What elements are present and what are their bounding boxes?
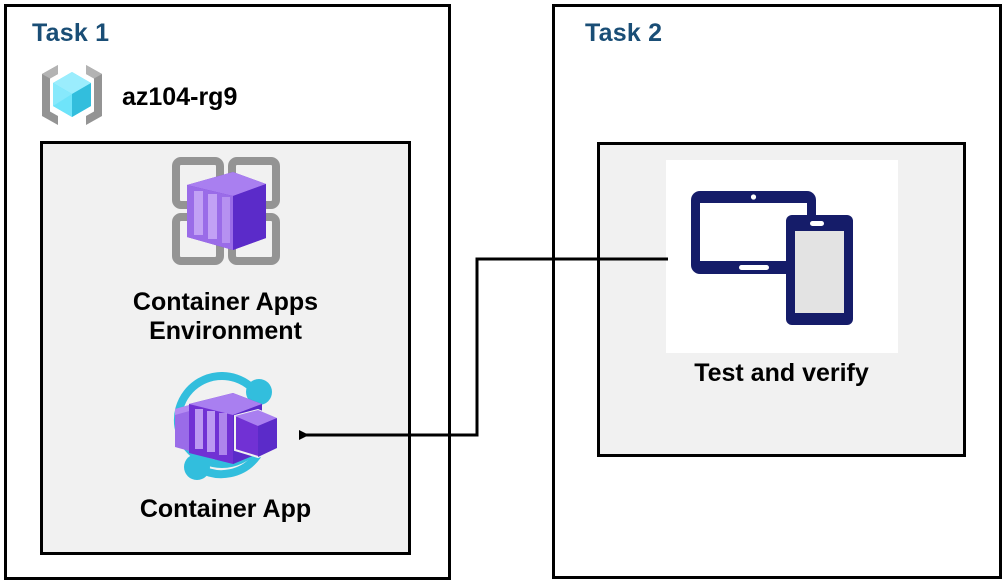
container-apps-environment-icon [161,155,291,282]
task-1-title: Task 1 [32,19,110,47]
resource-group-icon [36,62,108,133]
devices-icon-plate [665,160,898,353]
node-container-apps-environment: Container Apps Environment [40,155,411,345]
container-apps-environment-label: Container Apps Environment [132,288,319,345]
task-2-title: Task 2 [585,19,663,47]
node-container-app: Container App [40,372,411,524]
resource-group-row: az104-rg9 [36,62,237,133]
devices-tablet-phone-icon [687,179,877,334]
container-app-icon [161,372,291,489]
container-app-label: Container App [139,495,312,523]
test-and-verify-label: Test and verify [694,359,869,387]
resource-group-label: az104-rg9 [122,83,238,111]
node-test-and-verify: Test and verify [597,160,966,388]
